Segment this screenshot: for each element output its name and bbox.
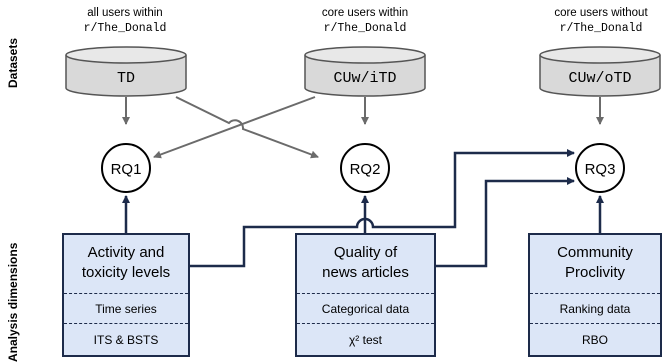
dataset-caption-cuwitd-line1: core users within [321, 7, 409, 19]
arrow-quality-to-rq3 [436, 177, 575, 268]
dimension-separator [64, 293, 188, 294]
dimension-title-proclivity: Community Proclivity [530, 243, 660, 283]
dimension-title-quality: Quality of news articles [297, 243, 434, 283]
rq1-label: RQ1 [111, 161, 142, 178]
dataset-caption-td-line2: r/The_Donald [83, 22, 167, 35]
dimension-title-quality-line1: Quality of [333, 244, 398, 261]
dataset-caption-cuwitd-line2: r/The_Donald [323, 22, 407, 35]
rq3-label: RQ3 [585, 161, 616, 178]
dimension-separator [530, 323, 660, 324]
dimension-box-proclivity: Community Proclivity Ranking data RBO [528, 233, 662, 357]
dataset-cylinder-cuwotd: CUw/oTD [539, 46, 661, 97]
dataset-name-td: TD [117, 70, 135, 87]
dimension-data-type-quality: Categorical data [321, 302, 410, 316]
dimension-method-quality: χ² test [349, 333, 382, 347]
arrow-cuwitd-to-rq1 [153, 96, 316, 159]
dataset-name-cuwitd: CUw/iTD [333, 70, 396, 87]
dataset-caption-cuwitd: core users within r/The_Donald [295, 5, 435, 37]
dimension-separator [297, 323, 434, 324]
arrow-activity-to-rq3 [190, 149, 575, 268]
dimension-method-proclivity: RBO [581, 333, 608, 347]
dataset-caption-cuwotd-line1: core users without [554, 7, 648, 19]
arrow-td-to-rq2 [175, 96, 319, 159]
rq2-node: RQ2 [340, 143, 390, 193]
dimension-method-activity: ITS & BSTS [93, 333, 159, 347]
dataset-caption-cuwotd: core users without r/The_Donald [531, 5, 666, 37]
dataset-cylinder-cuwitd: CUw/iTD [304, 46, 426, 97]
dimension-box-activity: Activity and toxicity levels Time series… [62, 233, 190, 357]
dataset-caption-cuwotd-line2: r/The_Donald [559, 22, 643, 35]
dimension-title-quality-line2: news articles [322, 264, 409, 281]
rq2-label: RQ2 [350, 161, 381, 178]
dimension-title-proclivity-line2: Proclivity [564, 264, 625, 281]
dimension-title-activity: Activity and toxicity levels [64, 243, 188, 283]
rq3-node: RQ3 [575, 143, 625, 193]
dataset-caption-td-line1: all users within [87, 7, 163, 19]
dataset-caption-td: all users within r/The_Donald [55, 5, 195, 37]
dimension-title-activity-line2: toxicity levels [81, 264, 171, 281]
dataset-cylinder-td: TD [65, 46, 187, 97]
dimension-title-proclivity-line1: Community [557, 244, 633, 261]
rq1-node: RQ1 [101, 143, 151, 193]
dataset-name-cuwotd: CUw/oTD [568, 70, 631, 87]
dimension-data-type-proclivity: Ranking data [559, 302, 631, 316]
dimension-separator [64, 323, 188, 324]
dimension-separator [297, 293, 434, 294]
dimension-data-type-activity: Time series [95, 302, 157, 316]
dimension-title-activity-line1: Activity and [87, 244, 165, 261]
dimension-box-quality: Quality of news articles Categorical dat… [295, 233, 436, 357]
dimension-separator [530, 293, 660, 294]
